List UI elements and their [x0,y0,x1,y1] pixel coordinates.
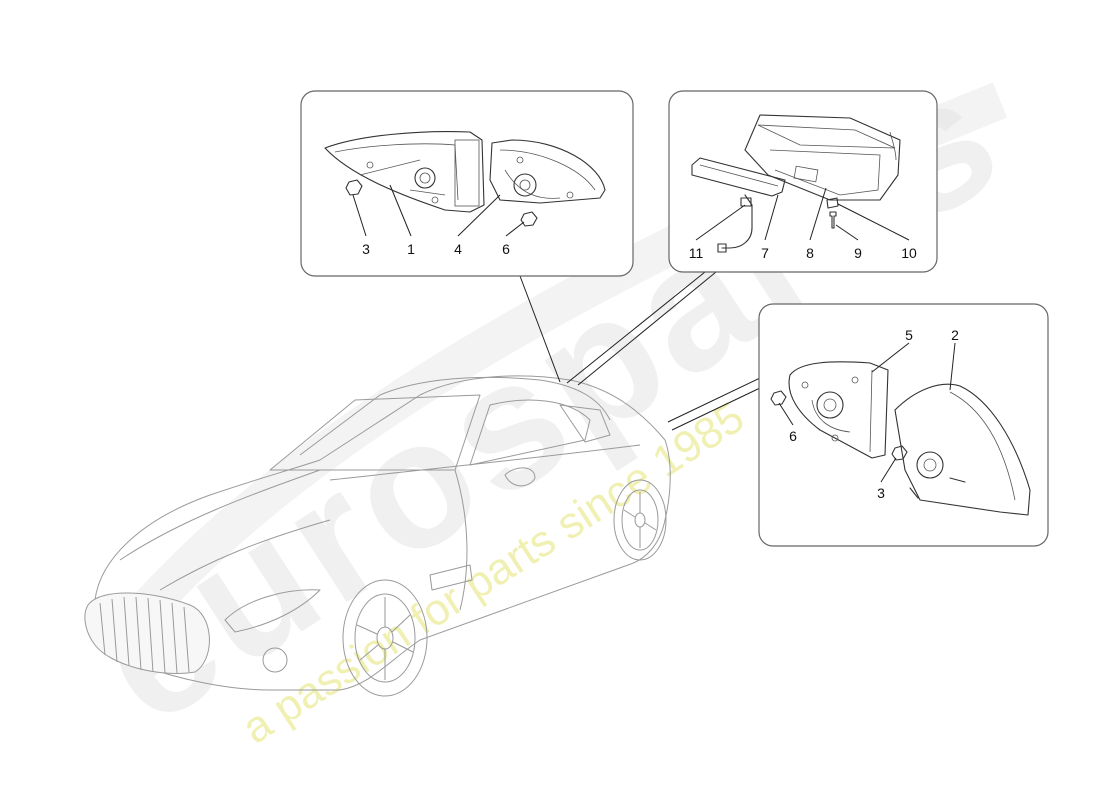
part-3-nut-right [891,445,908,461]
callout-box-a-6: 6 [502,241,510,257]
car-mirror [504,467,536,487]
callout-box-b-10: 10 [901,245,917,261]
part-5-lamp-unit [788,361,889,459]
connector-box-b-2 [577,271,717,386]
car-hood [119,469,331,591]
connector-box-b-1 [566,271,706,384]
grille-slats [99,596,190,674]
callout-box-b-11: 11 [689,245,704,261]
part-8-brake-light-housing [744,114,901,201]
callout-box-b-8: 8 [806,245,814,261]
part-7-light-bar [691,157,786,197]
callout-box-b-9: 9 [854,245,862,261]
car-grille [84,592,210,674]
car-side-window [469,399,591,466]
part-6-nut-right [770,390,787,406]
car-fog-light [262,647,288,673]
car-body [94,375,671,691]
callout-box-c-3: 3 [877,485,885,501]
part-6-nut [520,211,538,227]
detail-box-a-frame [300,90,634,277]
detail-box-b-frame [668,90,938,273]
part-1-tail-light-housing [324,131,485,213]
part-4-lamp-unit [489,139,606,204]
connector-box-a [519,275,561,383]
detail-box-tail-light-right: 5 2 6 3 [758,303,1049,547]
detail-box-third-brake-light: 11 7 8 9 10 [668,90,938,273]
connector-box-c-1 [667,377,761,423]
car-side-vent [429,564,473,591]
box-connectors [519,271,761,431]
car-windshield [269,394,481,471]
car-headlight [224,589,321,633]
car-rear-window [559,404,611,443]
part-9-screw [829,211,837,229]
callout-box-c-5: 5 [905,327,913,343]
connector-box-c-2 [671,387,761,431]
car-beltline [329,444,641,481]
callout-box-b-7: 7 [761,245,769,261]
car-illustration [84,375,671,697]
car-roof [299,376,611,456]
callout-box-c-2: 2 [951,327,959,343]
callout-box-a-1: 1 [407,241,415,257]
front-wheel [342,579,428,697]
car-door-line [454,469,468,611]
callout-box-a-3: 3 [362,241,370,257]
callout-box-c-6: 6 [789,428,797,444]
detail-box-c-frame [758,303,1049,547]
detail-box-tail-light-left: 3 1 4 6 [300,90,634,277]
rear-wheel [613,479,667,561]
part-10-clip [826,197,839,209]
callout-box-a-4: 4 [454,241,462,257]
part-3-nut [345,179,363,196]
part-11-wiring [721,194,753,249]
part-2-tail-light-housing [894,383,1031,516]
